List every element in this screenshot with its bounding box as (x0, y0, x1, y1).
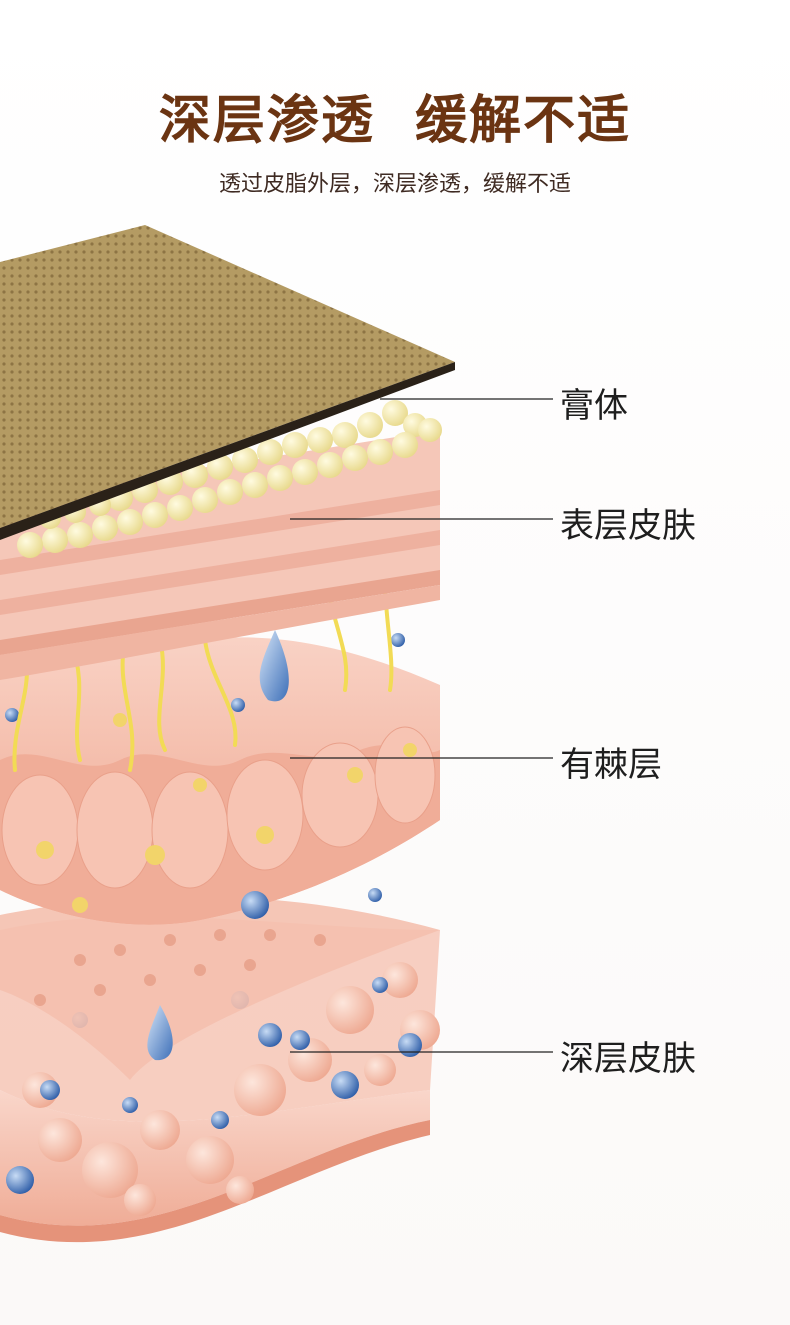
layer-label-epidermis: 表层皮肤 (560, 506, 696, 546)
layer-label-dermis: 深层皮肤 (560, 1039, 696, 1079)
layer-label-spinous: 有棘层 (560, 745, 662, 785)
layer-label-plaster: 膏体 (560, 386, 628, 426)
page-title: 深层渗透 缓解不适 (158, 90, 632, 151)
plaster-sheet (0, 225, 455, 540)
leader-lines (290, 398, 553, 1053)
spinous-layer (0, 630, 440, 925)
deep-layer-sheet (0, 896, 440, 1080)
page-subtitle: 透过皮脂外层，深层渗透，缓解不适 (218, 172, 571, 197)
deep-layer-bubbles (6, 962, 440, 1216)
